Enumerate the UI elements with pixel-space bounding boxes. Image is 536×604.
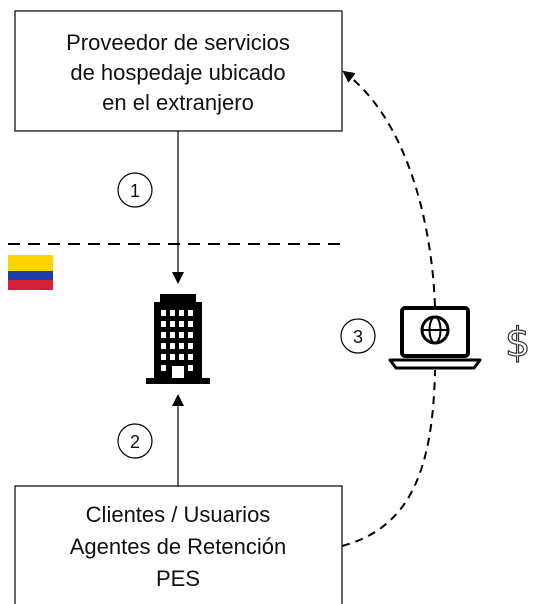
bottom-box-line-1: Clientes / Usuarios (86, 502, 271, 527)
dashed-laptop-to-provider (342, 70, 436, 307)
step-3-badge: 3 (340, 318, 376, 354)
building-icon (146, 294, 210, 384)
globe-icon (420, 315, 450, 345)
dashed-clients-to-laptop (341, 369, 436, 547)
step-2-badge: 2 (117, 423, 153, 459)
foreign-provider-box: Proveedor de servicios de hospedaje ubic… (14, 10, 343, 132)
top-box-line-2: de hospedaje ubicado (70, 60, 285, 85)
top-box-line-1: Proveedor de servicios (66, 30, 290, 55)
step-1-badge: 1 (117, 172, 153, 208)
bottom-box-line-2: Agentes de Retención (70, 534, 287, 559)
top-box-line-3: en el extranjero (102, 90, 254, 115)
clients-box: Clientes / Usuarios Agentes de Retención… (14, 485, 343, 604)
bottom-box-line-3: PES (156, 566, 200, 591)
colombia-flag-icon (8, 255, 53, 290)
step-3-label: 3 (353, 327, 363, 347)
step-1-label: 1 (130, 181, 140, 201)
step-2-label: 2 (130, 432, 140, 452)
dollar-icon: $ (505, 320, 530, 366)
